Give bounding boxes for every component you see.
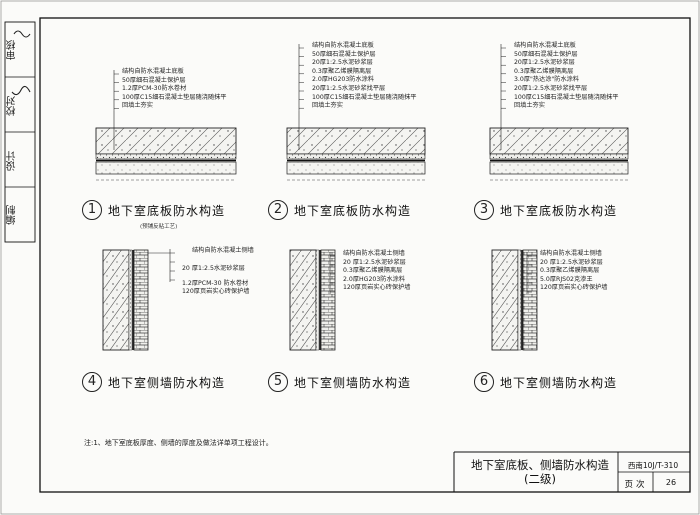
protective-layer xyxy=(489,153,629,160)
atlas-code: 西南10J/T-310 xyxy=(627,461,679,470)
approval-label-compile: 编制 xyxy=(7,205,18,225)
approval-label-review: 审核 xyxy=(7,40,18,60)
detail-2-layer: 100厚C15细石混凝土垫层随浇随抹平 xyxy=(312,93,417,101)
detail-1-layer: 1.2厚PCM-30防水卷材 xyxy=(122,85,187,93)
approval-label-design: 设计 xyxy=(7,151,18,171)
wall-section-1 xyxy=(102,249,149,351)
detail-3-layer: 3.0厚"热达涂"防水涂料 xyxy=(514,76,580,84)
detail-2-caption: 2 地下室底板防水构造 xyxy=(268,200,411,220)
detail-2-layer: 0.3厚聚乙烯膜隔离层 xyxy=(312,67,372,75)
detail-2-layer: 结构自防水混凝土底板 xyxy=(312,42,374,49)
sheet-title: 地下室底板、侧墙防水构造 (二级) xyxy=(466,458,614,486)
detail-6-number: 6 xyxy=(474,372,494,392)
detail-4-layer-list: 结构自防水混凝土侧墙 20 厚1:2.5水泥砂浆层 1.2厚PCM-30 防水卷… xyxy=(182,247,254,297)
cushion-layer xyxy=(489,161,629,175)
detail-1-layer: 50厚细石混凝土保护层 xyxy=(122,76,186,84)
detail-2-layer: 2.0厚HG203防水涂料 xyxy=(312,76,375,84)
detail-6-caption: 6 地下室侧墙防水构造 xyxy=(474,372,617,392)
detail-3-layer: 0.3厚聚乙烯膜隔离层 xyxy=(514,67,574,75)
slab-section-2 xyxy=(286,127,426,181)
mortar-layer xyxy=(517,249,522,351)
detail-3-layer: 20厚1:2.5水泥砂浆找平层 xyxy=(514,84,588,92)
detail-1-layer: 回填土夯实 xyxy=(122,102,153,110)
concrete-wall xyxy=(289,249,317,351)
detail-4-layer: 120厚页岩实心砖保护墙 xyxy=(182,288,250,296)
concrete-slab xyxy=(489,127,629,155)
sheet-title-line2: (二级) xyxy=(524,472,556,486)
detail-1-title: 地下室底板防水构造 xyxy=(108,203,226,218)
detail-1-subnote: (预铺反粘工艺) xyxy=(140,224,178,230)
detail-4-number: 4 xyxy=(82,372,102,392)
cushion-layer xyxy=(95,161,237,175)
page-number: 26 xyxy=(665,478,677,487)
concrete-wall xyxy=(102,249,130,351)
detail-4-caption: 4 地下室侧墙防水构造 xyxy=(82,372,225,392)
detail-3-number: 3 xyxy=(474,200,494,220)
approval-strip: 审核 校对 设计 编制 xyxy=(3,22,37,240)
detail-1-layer: 结构自防水混凝土底板 xyxy=(122,68,184,75)
detail-2-title: 地下室底板防水构造 xyxy=(294,203,412,218)
protective-layer xyxy=(286,153,426,160)
detail-5-layer: 20 厚1:2.5水泥砂浆层 xyxy=(343,258,406,266)
detail-1-layer: 100厚C15细石混凝土垫层随浇随抹平 xyxy=(122,93,227,101)
detail-6-layer: 120厚页岩实心砖保护墙 xyxy=(540,284,608,292)
detail-3-caption: 3 地下室底板防水构造 xyxy=(474,200,617,220)
detail-5-title: 地下室侧墙防水构造 xyxy=(294,375,412,390)
detail-5-caption: 5 地下室侧墙防水构造 xyxy=(268,372,411,392)
detail-5-layer: 2.0厚HG203防水涂料 xyxy=(343,275,406,283)
detail-3-layer: 20厚1:2.5水泥砂浆层 xyxy=(514,59,575,67)
detail-3-layer-list: 结构自防水混凝土底板 50厚细石混凝土保护层 20厚1:2.5水泥砂浆层 0.3… xyxy=(514,42,618,111)
concrete-slab xyxy=(95,127,237,155)
sheet-title-line1: 地下室底板、侧墙防水构造 xyxy=(471,458,609,472)
detail-5-layer: 0.3厚聚乙烯膜隔离层 xyxy=(343,267,403,275)
detail-3-layer: 回填土夯实 xyxy=(514,102,545,110)
detail-4-title: 地下室侧墙防水构造 xyxy=(108,375,226,390)
detail-3-title: 地下室底板防水构造 xyxy=(500,203,618,218)
wall-section-3 xyxy=(491,249,538,351)
approval-label-check: 校对 xyxy=(7,96,18,116)
detail-1-caption: 1 地下室底板防水构造 xyxy=(82,200,225,220)
detail-4-layer: 1.2厚PCM-30 防水卷材 xyxy=(182,279,249,287)
detail-1-layer-list: 结构自防水混凝土底板 50厚细石混凝土保护层 1.2厚PCM-30防水卷材 10… xyxy=(122,68,226,111)
detail-5-number: 5 xyxy=(268,372,288,392)
detail-5-layer: 120厚页岩实心砖保护墙 xyxy=(343,284,411,292)
detail-4-layer: 结构自防水混凝土侧墙 xyxy=(192,247,254,254)
detail-2-layer: 回填土夯实 xyxy=(312,102,343,110)
wall-section-2 xyxy=(289,249,336,351)
detail-2-layer-list: 结构自防水混凝土底板 50厚细石混凝土保护层 20厚1:2.5水泥砂浆层 0.3… xyxy=(312,42,416,111)
concrete-wall xyxy=(491,249,519,351)
cushion-layer xyxy=(286,161,426,175)
concrete-slab xyxy=(286,127,426,155)
detail-5-layer-list: 结构自防水混凝土侧墙 20 厚1:2.5水泥砂浆层 0.3厚聚乙烯膜隔离层 2.… xyxy=(343,250,411,293)
mortar-layer xyxy=(128,249,133,351)
detail-2-number: 2 xyxy=(268,200,288,220)
mortar-layer xyxy=(315,249,320,351)
detail-6-layer: 5.0厚RJS02克渗王 xyxy=(540,275,593,283)
detail-2-layer: 20厚1:2.5水泥砂浆层 xyxy=(312,59,373,67)
page-label: 页次 xyxy=(624,480,648,490)
detail-6-layer: 0.3厚聚乙烯膜隔离层 xyxy=(540,267,600,275)
detail-6-title: 地下室侧墙防水构造 xyxy=(500,375,618,390)
detail-1-number: 1 xyxy=(82,200,102,220)
detail-2-layer: 50厚细石混凝土保护层 xyxy=(312,50,376,58)
slab-section-1 xyxy=(95,127,237,181)
detail-6-layer-list: 结构自防水混凝土侧墙 20 厚1:2.5水泥砂浆层 0.3厚聚乙烯膜隔离层 5.… xyxy=(540,250,608,293)
slab-section-3 xyxy=(489,127,629,181)
brick-protection-wall xyxy=(522,249,538,351)
detail-4-layer: 20 厚1:2.5水泥砂浆层 xyxy=(182,265,245,272)
detail-2-layer: 20厚1:2.5水泥砂浆找平层 xyxy=(312,84,386,92)
detail-6-layer: 结构自防水混凝土侧墙 xyxy=(540,250,602,257)
detail-3-layer: 结构自防水混凝土底板 xyxy=(514,42,576,49)
general-note: 注:1、地下室底板厚度、侧墙的厚度及做法详单项工程设计。 xyxy=(84,439,273,447)
brick-protection-wall xyxy=(133,249,149,351)
protective-layer xyxy=(95,153,237,160)
detail-3-layer: 100厚C15细石混凝土垫层随浇随抹平 xyxy=(514,93,619,101)
brick-protection-wall xyxy=(320,249,336,351)
detail-5-layer: 结构自防水混凝土侧墙 xyxy=(343,250,405,257)
detail-6-layer: 20 厚1:2.5水泥砂浆层 xyxy=(540,258,603,266)
detail-3-layer: 50厚细石混凝土保护层 xyxy=(514,50,578,58)
